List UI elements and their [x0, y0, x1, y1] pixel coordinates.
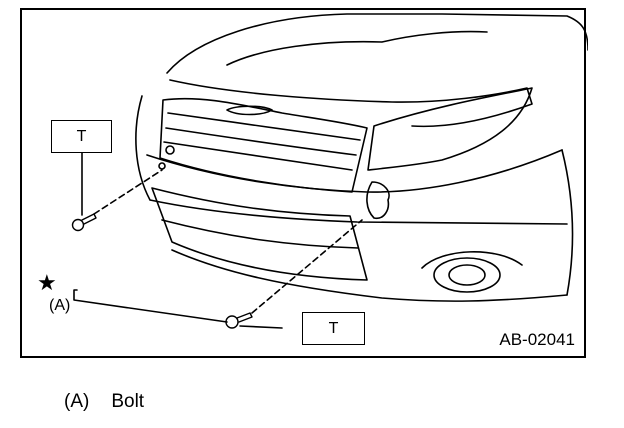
grille-bar-2 — [165, 127, 357, 156]
bumper-bottom — [171, 249, 568, 302]
torque-label-upper: T — [51, 120, 112, 153]
lower-grille-bar — [161, 219, 359, 249]
lower-bolt-guide — [251, 219, 363, 314]
callout-star-icon: ★ — [37, 270, 57, 295]
callout-label-a: (A) — [49, 297, 71, 314]
figure-code: AB-02041 — [499, 330, 575, 349]
grille-bar-1 — [167, 112, 361, 141]
tow-hook-clip — [366, 181, 390, 220]
fog-lamp-outer — [433, 257, 501, 293]
hood-outline — [166, 13, 588, 74]
bumper-top — [135, 95, 568, 225]
legend-key: (A) — [64, 391, 90, 412]
grille-outer — [159, 97, 368, 193]
grille-bar-3 — [163, 141, 353, 171]
hood-edge — [169, 79, 533, 128]
upper-bolt — [71, 213, 97, 232]
clip-left — [165, 145, 175, 155]
lower-grille — [151, 187, 368, 281]
headlight — [367, 87, 533, 171]
fog-lamp-inner — [448, 264, 486, 286]
grille-emblem — [226, 105, 273, 116]
t-lower-leader — [239, 325, 283, 329]
front-bumper-drawing — [71, 13, 588, 329]
legend-text: Bolt — [111, 391, 145, 412]
callout-a-leader — [73, 289, 228, 323]
legend: (A) Bolt — [64, 391, 144, 413]
bumper-side — [561, 149, 574, 296]
upper-bolt-guide — [93, 169, 163, 215]
clip-left-2 — [158, 162, 166, 170]
fog-lamp-bezel — [421, 251, 523, 269]
hood-crease — [226, 30, 488, 66]
torque-label-lower: T — [302, 312, 365, 345]
illustration-frame: T T ★ (A) AB-02041 — [20, 8, 588, 358]
